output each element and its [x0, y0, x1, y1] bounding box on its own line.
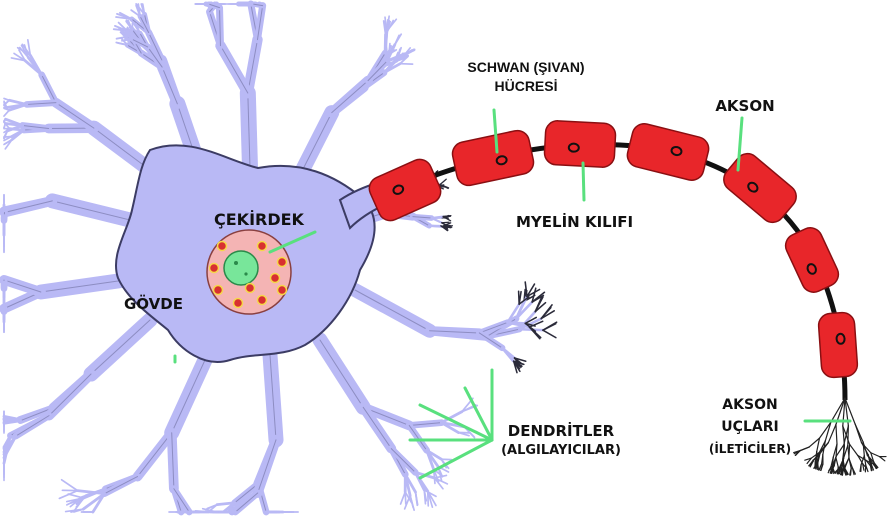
- dendrite-twig: [541, 305, 552, 319]
- dendrite-twig: [415, 492, 417, 505]
- nucleolus: [234, 261, 238, 265]
- myelin-segment-body: [625, 121, 711, 183]
- myelin-segment-body: [719, 149, 801, 227]
- pointer-myelin: [583, 163, 584, 200]
- label-cekirdek: ÇEKİRDEK: [214, 210, 354, 229]
- dendrite-twig: [543, 330, 556, 337]
- myelin-sheath: [365, 120, 858, 378]
- dendrite-edge: [49, 374, 91, 416]
- organelle: [234, 299, 243, 308]
- dendrite-twig: [4, 110, 9, 116]
- dendrite-edge: [320, 340, 363, 407]
- label-akson-uclari-line1: AKSON: [690, 394, 810, 416]
- label-akson-uclari-line3: (İLETİCİLER): [690, 438, 810, 460]
- dendrite-edge: [409, 425, 427, 450]
- label-govde: GÖVDE: [124, 295, 224, 313]
- myelin-segment: [818, 312, 858, 378]
- dendrite-twig: [59, 491, 77, 499]
- dendrite-twig: [424, 490, 425, 504]
- myelin-segment: [719, 149, 801, 227]
- dendrite-twig: [401, 492, 406, 504]
- terminal-branch: [849, 444, 850, 458]
- terminal-branch: [850, 444, 858, 455]
- dendrite-edge: [220, 46, 247, 93]
- myelin-segment-body: [450, 128, 535, 187]
- label-schwan-line2: HÜCRESİ: [436, 77, 616, 96]
- dendrite-twig: [519, 291, 520, 304]
- label-dendritler: DENDRİTLER (ALGILAYICILAR): [476, 421, 646, 461]
- organelle: [258, 242, 267, 251]
- terminal-branch: [845, 458, 849, 467]
- organelle: [246, 284, 255, 293]
- label-schwan-line1: SCHWAN (ŞIVAN): [436, 58, 616, 77]
- dendrite-edge: [94, 128, 150, 170]
- dendrite-twig: [4, 420, 20, 421]
- terminal-branch: [836, 424, 837, 444]
- dendrite-twig: [66, 509, 84, 511]
- myelin-segment: [625, 121, 711, 183]
- myelin-segment: [782, 224, 843, 296]
- dendrite-edge: [300, 113, 332, 175]
- dendrite-twig: [385, 21, 386, 34]
- dendrite-twig: [217, 503, 235, 505]
- myelin-segment: [544, 120, 616, 168]
- terminal-branch: [855, 424, 861, 443]
- terminal-branch: [880, 457, 885, 461]
- organelle: [218, 242, 227, 251]
- dendrite-edge: [355, 290, 430, 331]
- label-myelin: MYELİN KILIFI: [516, 213, 686, 231]
- dendrite-edge: [172, 360, 205, 433]
- dendrite-twig: [543, 322, 557, 330]
- organelle: [210, 264, 219, 273]
- dendrite-twig: [62, 480, 78, 491]
- organelle: [258, 296, 267, 305]
- myelin-segment: [450, 128, 535, 187]
- nucleolus: [244, 272, 247, 275]
- terminal-branch: [818, 463, 819, 470]
- dendrite-edge: [332, 81, 368, 113]
- label-dendritler-line1: DENDRİTLER: [476, 421, 646, 441]
- organelle: [278, 258, 287, 267]
- terminal-branch: [852, 468, 854, 475]
- terminal-branch: [836, 458, 838, 467]
- dendrite-edge: [42, 75, 56, 103]
- dendrite-twig: [443, 216, 451, 217]
- label-dendritler-line2: (ALGILAYICILAR): [476, 441, 646, 461]
- dendrite-twig: [440, 179, 446, 184]
- organelle: [214, 286, 223, 295]
- myelin-segment-body: [818, 312, 858, 378]
- label-akson-uclari-line2: UÇLARI: [690, 416, 810, 438]
- dendrite-edge: [91, 320, 150, 374]
- terminal-branch: [820, 422, 831, 438]
- organelle: [271, 274, 280, 283]
- label-akson-uclari: AKSON UÇLARI (İLETİCİLER): [690, 394, 810, 460]
- label-akson: AKSON: [690, 97, 800, 115]
- label-schwan: SCHWAN (ŞIVAN) HÜCRESİ: [436, 58, 616, 96]
- organelle: [278, 286, 287, 295]
- dendrite-edge: [138, 433, 172, 477]
- dendrite-twig: [508, 322, 526, 323]
- myelin-segment-body: [544, 120, 616, 168]
- myelin-segment-body: [782, 224, 843, 296]
